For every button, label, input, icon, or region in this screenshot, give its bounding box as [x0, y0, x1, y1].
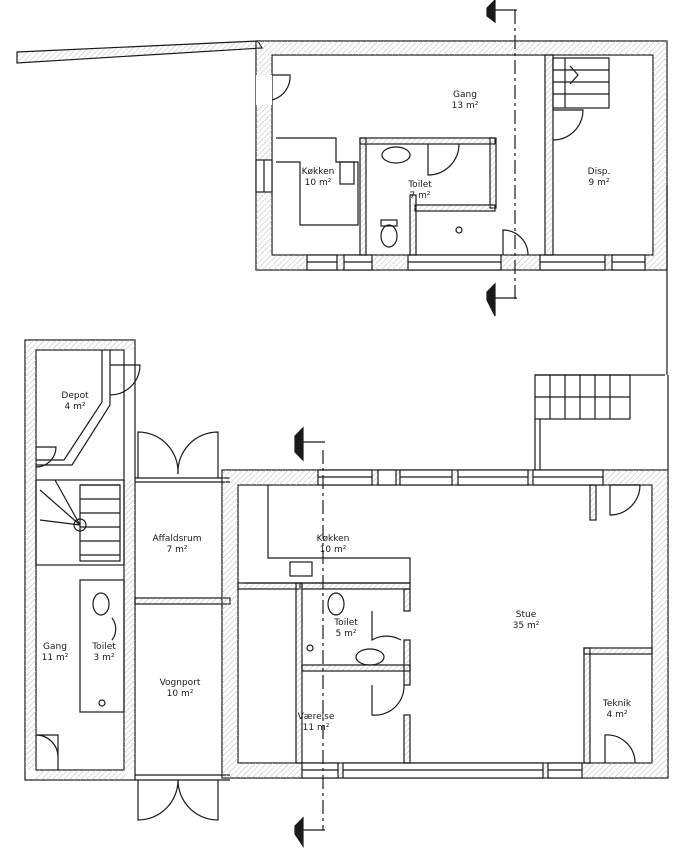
- room-name-kokken-upper: Køkken: [302, 167, 335, 177]
- room-area-vaerelse: 11 m²: [303, 723, 330, 733]
- room-name-vaerelse: Værelse: [298, 712, 335, 722]
- room-area-vognport: 10 m²: [167, 689, 194, 699]
- room-area-gang-lower: 11 m²: [42, 653, 69, 663]
- room-area-kokken-lower: 10 m²: [320, 545, 347, 555]
- room-area-toilet-lower: 5 m²: [336, 629, 357, 639]
- lower-building: [221, 374, 669, 848]
- room-name-affaldsrum: Affaldsrum: [153, 534, 202, 544]
- room-area-toilet-upper: 7 m²: [410, 191, 431, 201]
- room-name-gang-lower: Gang: [43, 642, 67, 652]
- room-labels: Gang 13 m² Køkken 10 m² Toilet 7 m² Disp…: [42, 90, 632, 733]
- room-area-disp: 9 m²: [589, 178, 610, 188]
- room-name-toilet-small: Toilet: [91, 642, 116, 652]
- upper-outer-wall: [255, 40, 668, 271]
- room-area-kokken-upper: 10 m²: [305, 178, 332, 188]
- room-name-vognport: Vognport: [160, 678, 201, 688]
- upper-building: [16, 0, 668, 375]
- room-area-stue: 35 m²: [513, 621, 540, 631]
- middle-strip: [134, 431, 231, 821]
- room-name-teknik: Teknik: [602, 699, 632, 709]
- left-wing: [24, 339, 141, 781]
- room-name-toilet-upper: Toilet: [407, 180, 432, 190]
- room-name-toilet-lower: Toilet: [333, 618, 358, 628]
- room-area-teknik: 4 m²: [607, 710, 628, 720]
- room-name-depot: Depot: [61, 391, 89, 401]
- room-name-kokken-lower: Køkken: [317, 534, 350, 544]
- room-area-toilet-small: 3 m²: [94, 653, 115, 663]
- room-area-affaldsrum: 7 m²: [167, 545, 188, 555]
- room-area-gang-upper: 13 m²: [452, 101, 479, 111]
- room-area-depot: 4 m²: [65, 402, 86, 412]
- boundary-wall: [16, 40, 263, 64]
- room-name-stue: Stue: [516, 610, 537, 620]
- room-name-disp: Disp.: [588, 167, 611, 177]
- room-name-gang-upper: Gang: [453, 90, 477, 100]
